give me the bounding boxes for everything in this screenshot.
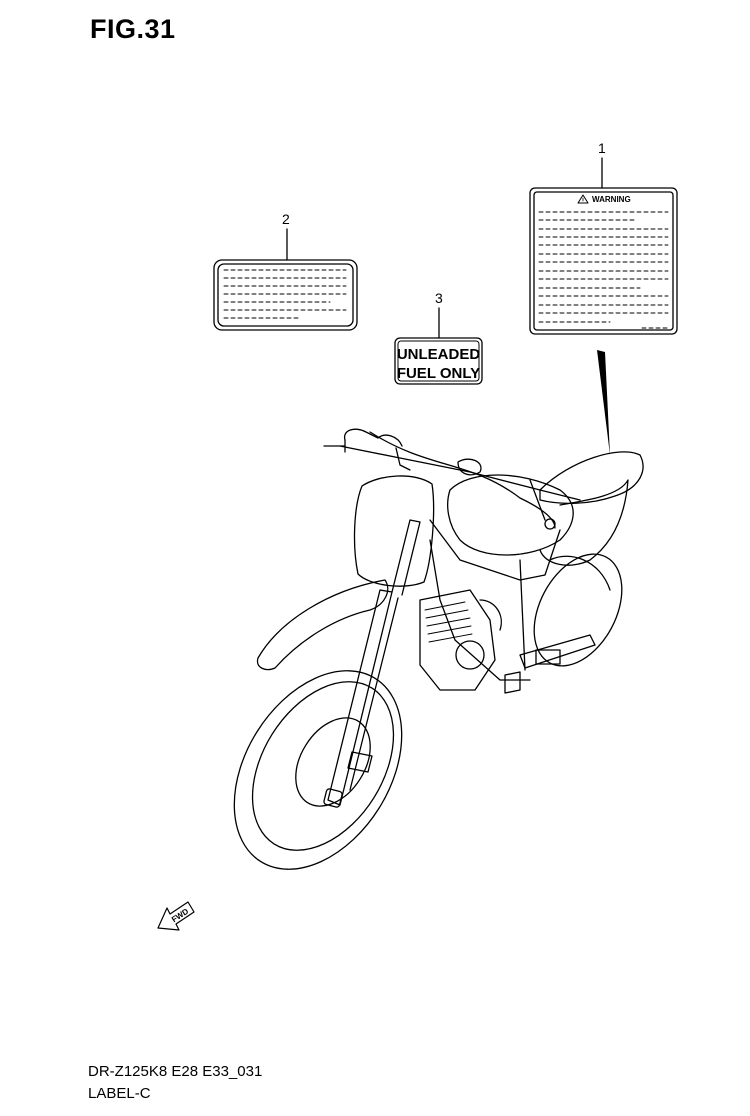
warning-label-text-lines	[538, 211, 669, 329]
fork-bottom	[323, 788, 343, 808]
number-plate	[353, 475, 435, 587]
engine-cover	[455, 640, 485, 670]
fuel-label-line-2: FUEL ONLY	[397, 365, 480, 382]
warning-label-heading: WARNING	[592, 195, 631, 204]
seat	[539, 451, 644, 505]
fuel-label-outline	[394, 337, 483, 385]
motorcycle-illustration-icon	[233, 428, 644, 870]
callout-3: 3	[435, 290, 443, 306]
warning-label-outline	[529, 187, 678, 335]
lever-end	[544, 518, 556, 530]
right-grip	[529, 479, 546, 521]
fuel-label-line-1: UNLEADED	[397, 346, 481, 363]
brake-pedal-housing	[535, 649, 561, 665]
engine-block	[419, 589, 496, 691]
right-fork-upper	[391, 519, 421, 596]
label-location-pointer	[597, 350, 610, 455]
part-1-warning-label[interactable]: 1 WARNING	[529, 140, 678, 335]
throttle-grip	[343, 428, 403, 447]
fuel-tank	[447, 474, 574, 556]
rear-tire-tread	[549, 555, 611, 591]
figure-title: FIG.31	[90, 14, 176, 44]
rear-tire	[533, 553, 623, 667]
fuel-label-inner-border	[397, 340, 480, 382]
cylinder-fins	[424, 601, 473, 643]
part-2-information-label[interactable]: 2	[213, 211, 358, 331]
footpeg	[504, 671, 521, 694]
warning-label-inner-border	[533, 191, 674, 331]
part-3-fuel-label[interactable]: 3 UNLEADED FUEL ONLY	[394, 290, 483, 385]
brake-lever	[369, 431, 556, 529]
front-brake-disc	[295, 717, 371, 807]
forward-arrow-icon: FWD	[157, 901, 195, 931]
information-label-outline	[213, 259, 358, 331]
callout-2: 2	[282, 211, 290, 227]
brake-caliper	[347, 751, 373, 773]
model-code: DR-Z125K8 E28 E33_031	[88, 1063, 263, 1080]
swingarm	[519, 634, 596, 669]
front-tire-outer	[233, 670, 403, 870]
frame-rear-tube	[519, 559, 526, 671]
information-label-text-lines	[223, 269, 347, 319]
handlebar	[323, 439, 581, 501]
clutch-cable	[395, 447, 411, 471]
callout-1: 1	[598, 140, 606, 156]
warning-triangle-icon	[577, 194, 589, 204]
section-name: LABEL-C	[88, 1085, 151, 1102]
front-fender	[256, 579, 389, 671]
exhaust-pipe	[479, 599, 502, 631]
front-tire-inner	[251, 681, 395, 851]
fuel-cap	[457, 458, 482, 476]
side-cover	[539, 479, 629, 566]
information-label-inner-border	[217, 263, 354, 327]
frame-lower	[429, 539, 531, 681]
fork-slider-line	[349, 597, 399, 791]
